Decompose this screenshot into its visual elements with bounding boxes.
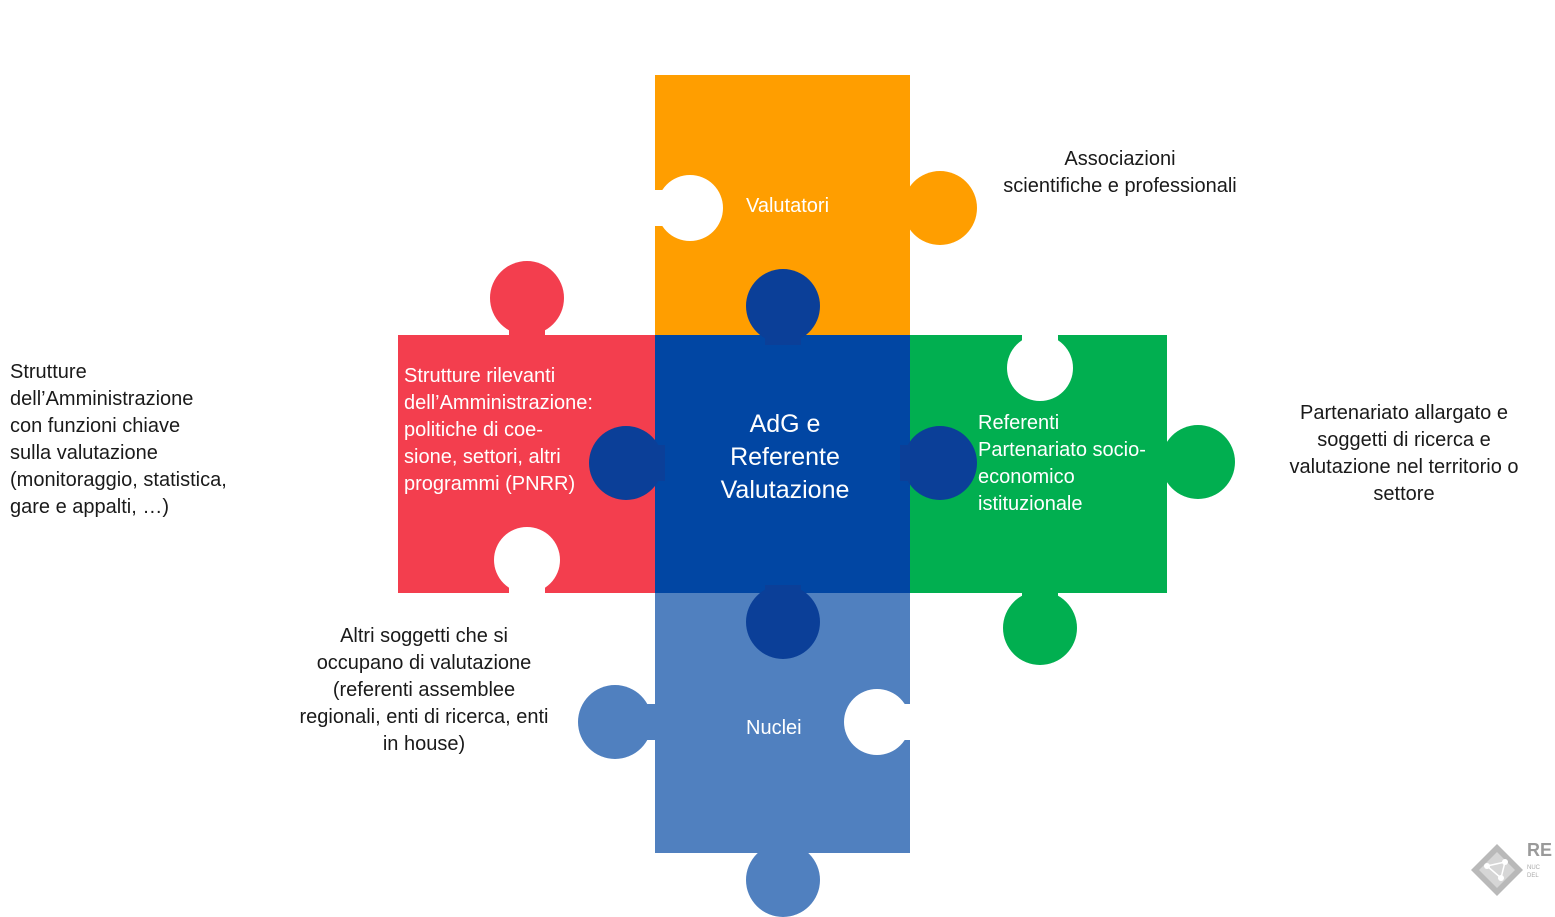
nuclei-label: Nuclei xyxy=(746,717,802,739)
adg-label: AdG e Referente Valutazione xyxy=(720,410,850,504)
referenti-label: Referenti Partenariato socio- economico … xyxy=(978,412,1146,515)
logo-subtext: NUC DEL xyxy=(1527,865,1540,879)
partenariato-label: Partenariato allargato e soggetti di ric… xyxy=(1289,402,1519,505)
nuclei-piece xyxy=(578,593,915,917)
associazioni-label: Associazioni scientifiche e professional… xyxy=(1003,148,1237,197)
strutture-piece-label: Strutture rilevanti dell’Amministrazione… xyxy=(404,365,593,495)
altri-soggetti-label: Altri soggetti che si occupano di valuta… xyxy=(299,625,549,755)
strutture-outer-label: Strutture dell’Amministrazione con funzi… xyxy=(10,361,227,518)
adg-piece xyxy=(589,269,977,659)
valutatori-label: Valutatori xyxy=(746,195,830,217)
logo: RE NUC DEL xyxy=(1465,838,1555,917)
network-logo-icon xyxy=(1471,844,1523,896)
logo-text: RE xyxy=(1527,840,1553,860)
